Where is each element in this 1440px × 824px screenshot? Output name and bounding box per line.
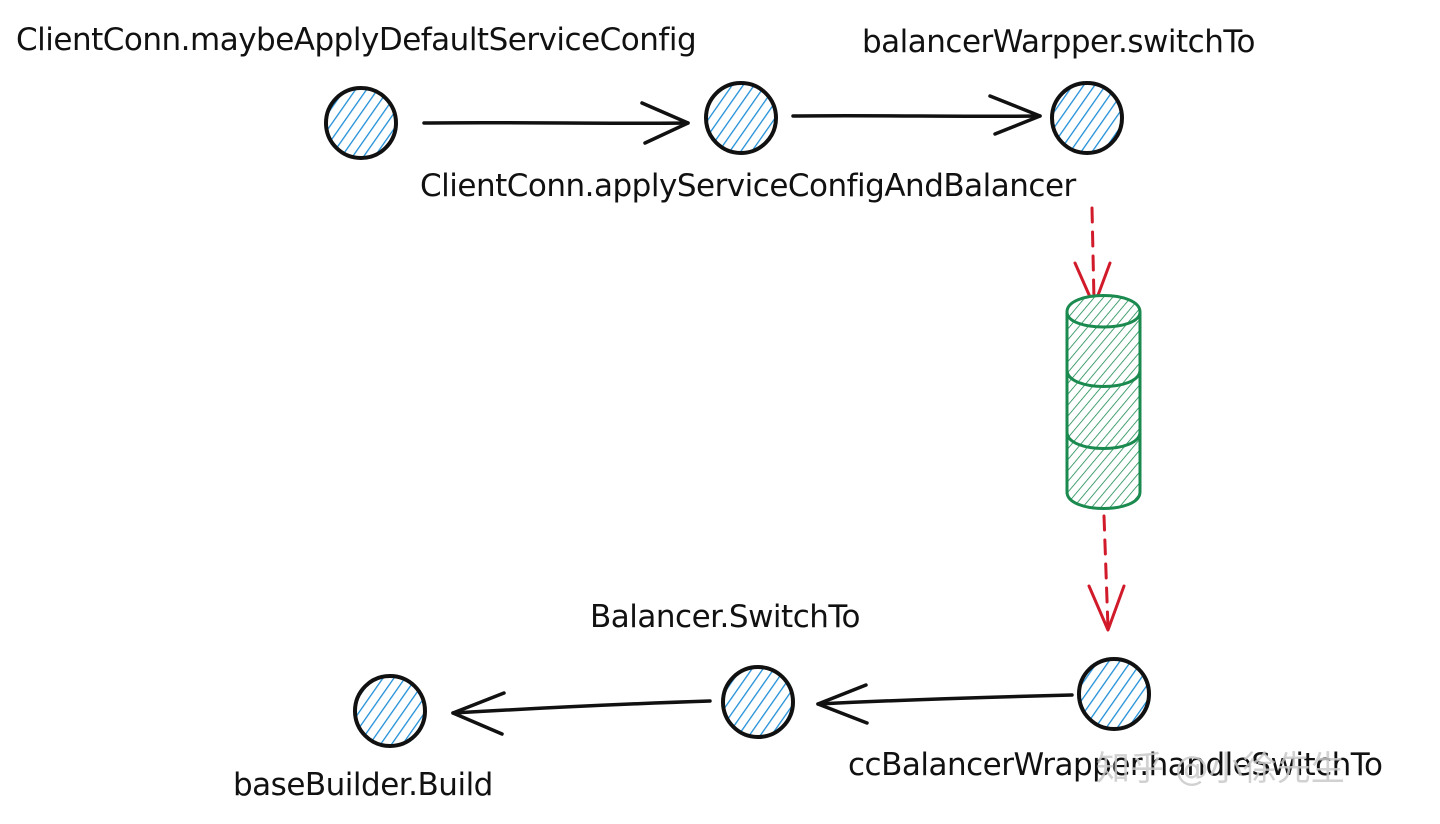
node-label-cc-balancer-wrapper-handle-switch-to: ccBalancerWrapper.handleSwitchTo [848,747,1382,783]
node-label-base-builder-build: baseBuilder.Build [233,767,493,803]
node-cc-balancer-wrapper-handle-switch-to [1077,657,1151,731]
watermark: 知乎 @小徐先生 [1096,749,1345,789]
node-balancer-switch-to [721,665,795,739]
arrow-apply-to-switch [791,94,1042,136]
dashed-arrow-from-queue [1087,514,1126,632]
node-base-builder-build [353,674,427,748]
node-apply-service-config-and-balancer [704,81,778,155]
node-label-balancer-switch-to: Balancer.SwitchTo [590,599,860,635]
node-label-balancer-warpper-switch-to: balancerWarpper.switchTo [862,24,1255,60]
node-label-maybe-apply-default-service-config: ClientConn.maybeApplyDefaultServiceConfi… [16,22,696,58]
arrow-maybe-to-apply [422,101,690,145]
node-maybe-apply-default-service-config [324,86,398,160]
arrow-balancer-to-build [451,691,712,736]
queue-cylinder [1065,294,1142,510]
dashed-arrow-to-queue [1073,206,1112,308]
node-balancer-warpper-switch-to [1050,81,1124,155]
node-label-apply-service-config-and-balancer: ClientConn.applyServiceConfigAndBalancer [420,168,1077,204]
arrow-handle-to-balancer [816,683,1074,725]
